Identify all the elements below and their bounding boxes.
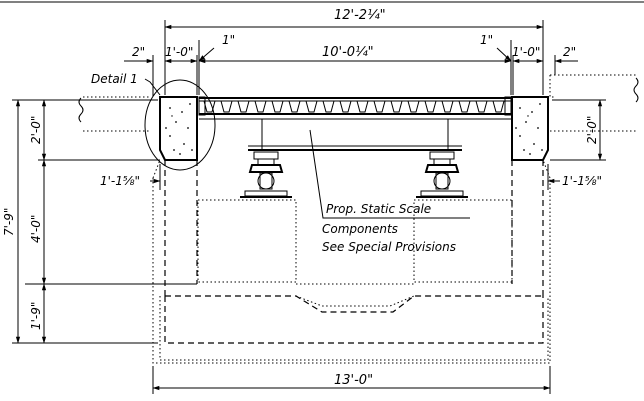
dim-left-curb: 1'-0"	[165, 45, 193, 59]
dim-footing-depth: 1'-9"	[29, 302, 43, 330]
note-leader	[309, 129, 470, 219]
top-dimension-lines	[124, 20, 578, 96]
note-line-3: See Special Provisions	[322, 240, 456, 254]
adjacent-pavement	[78, 74, 639, 132]
dim-left-ledge: 1'-1⅝"	[100, 174, 140, 188]
dim-left-gap: 1"	[222, 33, 235, 47]
dim-right-edge: 2"	[563, 45, 576, 59]
break-symbol-right	[633, 77, 639, 103]
dim-right-ledge: 1'-1⅝"	[562, 174, 602, 188]
dim-right-gap: 1"	[480, 33, 493, 47]
pit-walls	[152, 159, 551, 364]
dim-left-wall-height: 2'-0"	[29, 116, 43, 144]
dim-right-wall-height: 2'-0"	[585, 116, 599, 144]
right-curb	[511, 96, 549, 161]
footing	[159, 295, 549, 361]
note-line-1: Prop. Static Scale	[326, 202, 431, 216]
break-symbol-left	[78, 97, 84, 123]
left-curb	[159, 96, 198, 161]
detail-label: Detail 1	[91, 72, 138, 86]
left-dimension-lines	[12, 99, 197, 344]
dim-total-height: 7'-9"	[2, 208, 16, 236]
dim-right-curb: 1'-0"	[512, 45, 540, 59]
dim-left-edge: 2"	[132, 45, 145, 59]
dim-bottom-width: 13'-0"	[334, 373, 373, 388]
bottom-dimension-lines	[152, 366, 551, 394]
dim-overall-top: 12'-2¼"	[334, 8, 386, 23]
left-load-cell	[240, 151, 292, 198]
note-line-2: Components	[322, 222, 398, 236]
right-dimension-lines	[547, 99, 606, 190]
pit-floor	[197, 199, 513, 285]
main-beam	[248, 119, 462, 151]
dim-pit-depth: 4'-0"	[29, 215, 43, 243]
dim-deck-width: 10'-0¼"	[322, 45, 374, 60]
right-load-cell	[416, 151, 468, 198]
detail-callout	[144, 78, 216, 171]
scale-deck	[198, 96, 512, 120]
